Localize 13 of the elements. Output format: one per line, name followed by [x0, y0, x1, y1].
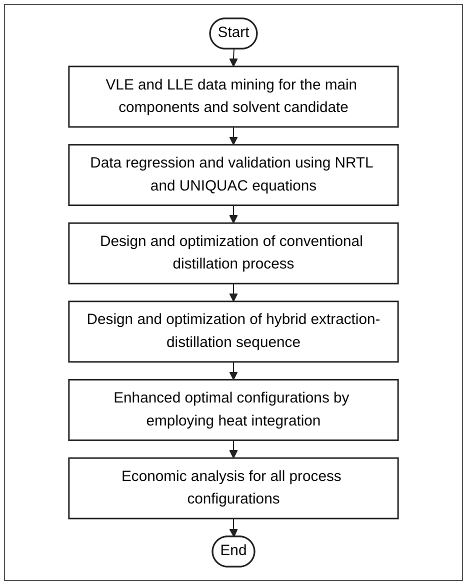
node-box: Design and optimization of hybrid extraction-distillation sequence	[68, 300, 399, 363]
node-box: Enhanced optimal configurations by employing heat integration	[68, 379, 399, 441]
arrow	[229, 361, 238, 380]
arrow	[229, 440, 238, 458]
arrow	[229, 126, 238, 146]
arrow	[229, 204, 238, 224]
node-box: Data regression and validation using NRTL and UNIQUAC equations	[68, 144, 399, 206]
arrow	[229, 518, 238, 538]
arrow	[229, 48, 238, 67]
node-box: Economic analysis for all process configurations	[68, 457, 399, 520]
node-box: Design and optimization of conventional distillation process	[68, 222, 399, 284]
arrow	[229, 283, 238, 302]
node-box: VLE and LLE data mining for the main components and solvent candidate	[68, 66, 399, 128]
